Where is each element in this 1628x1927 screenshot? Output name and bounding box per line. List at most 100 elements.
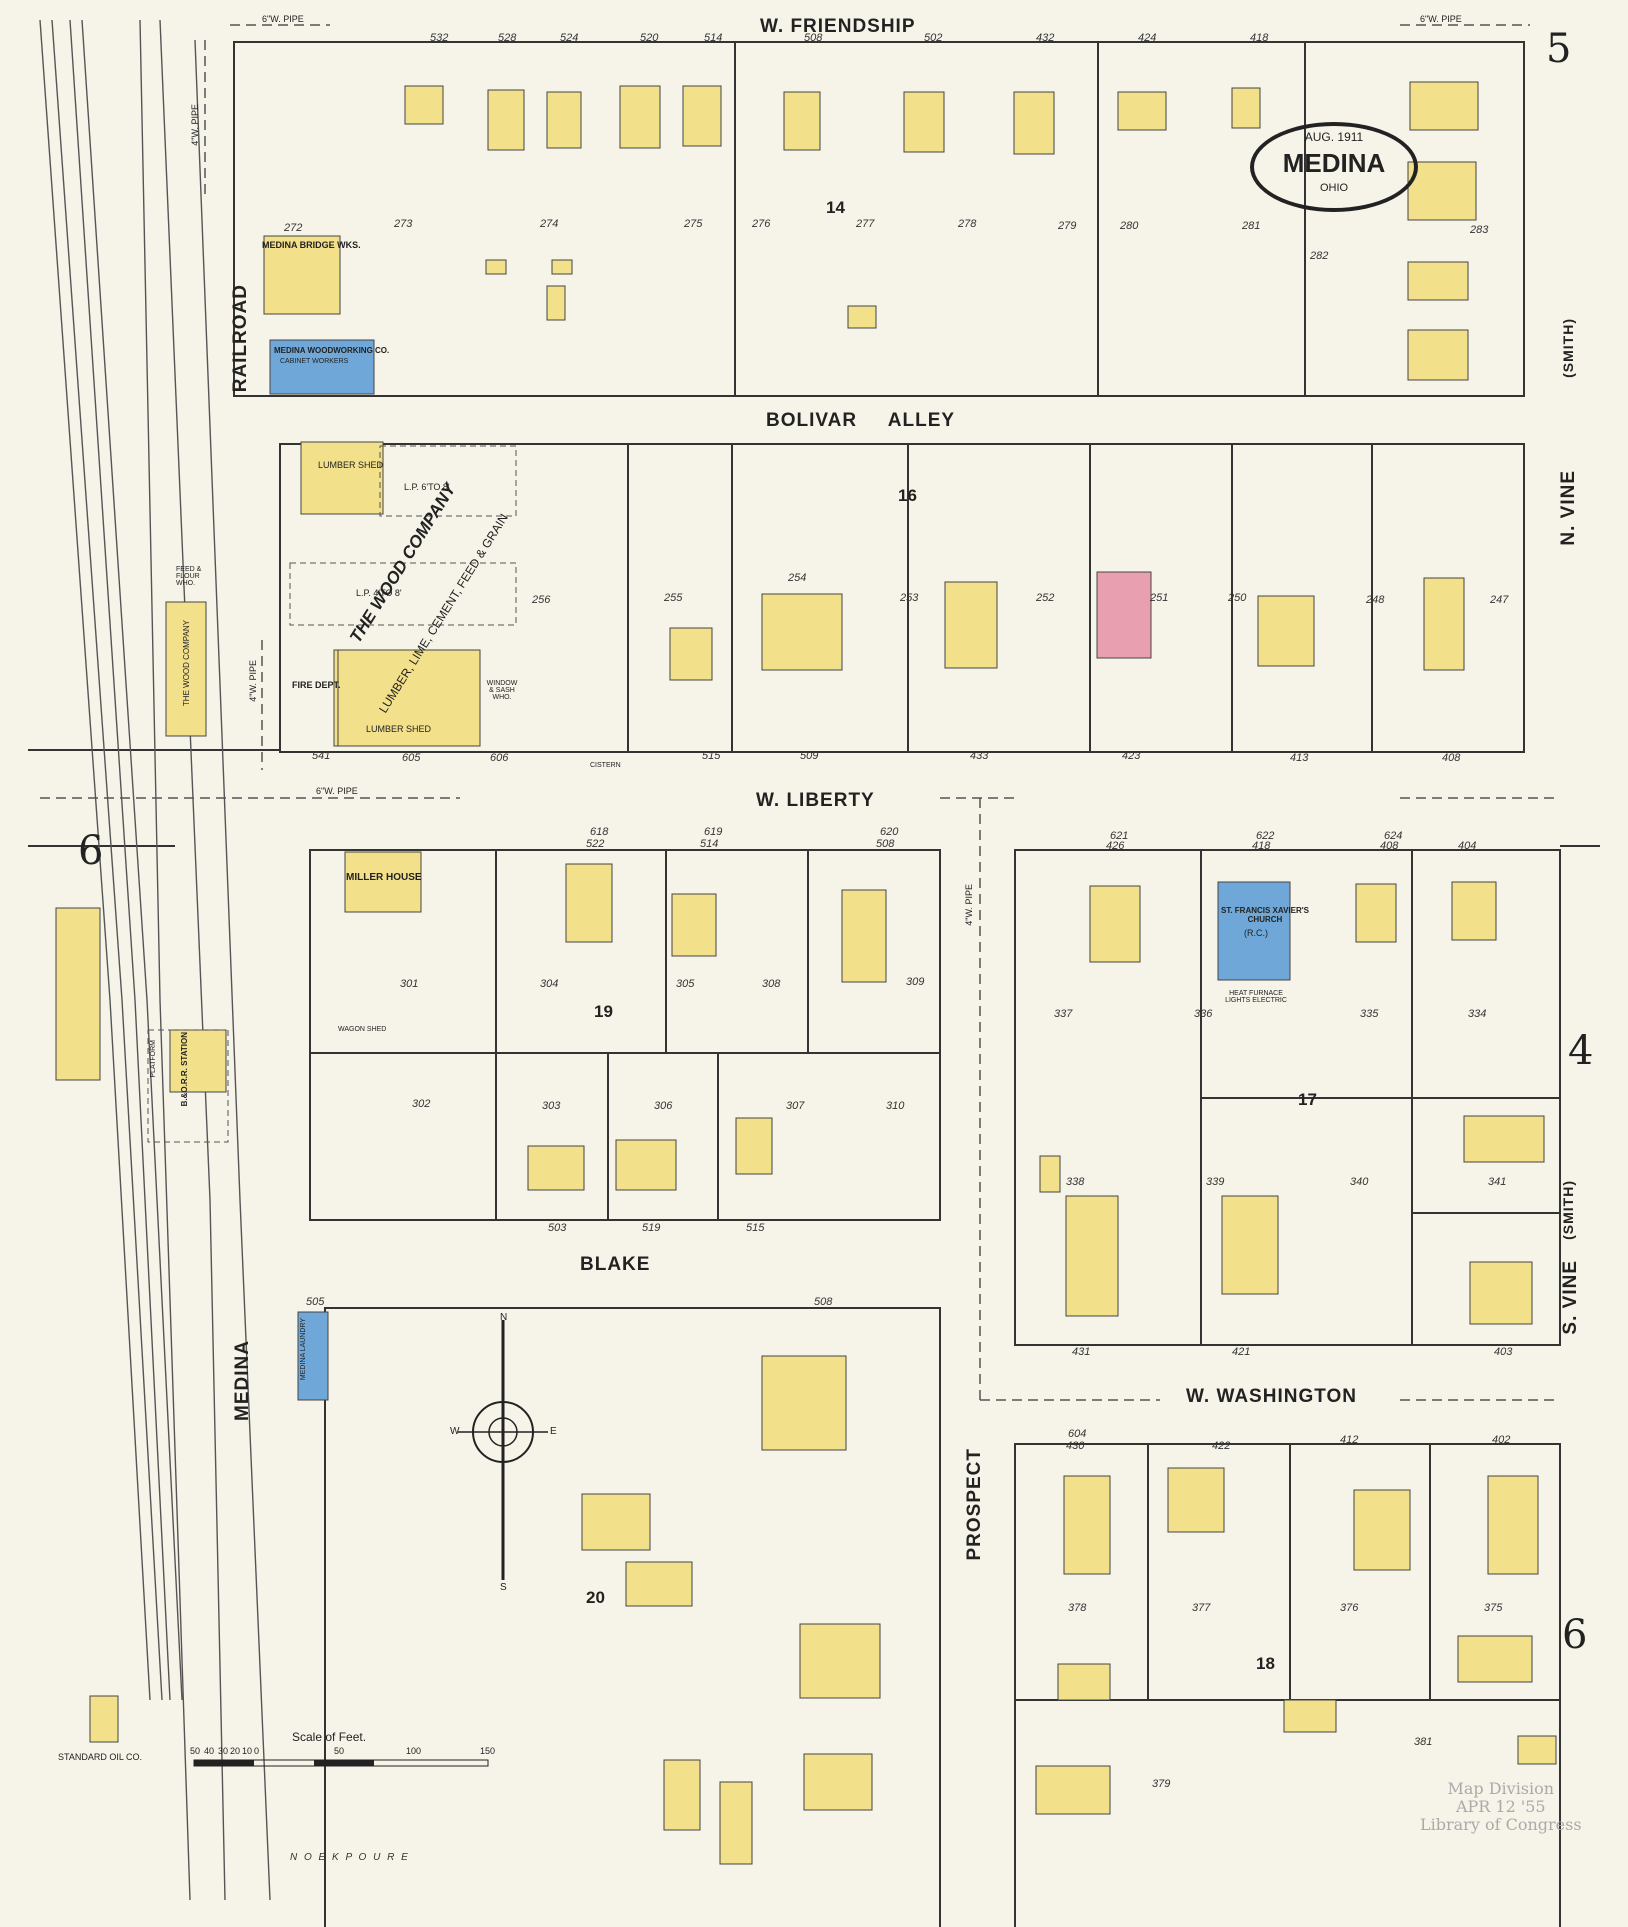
label-wood-company-side: THE WOOD COMPANY	[182, 620, 191, 707]
label-church-sub: (R.C.)	[1244, 928, 1268, 938]
house-number: 620	[880, 826, 899, 838]
label-cistern: CISTERN	[590, 762, 621, 769]
house-number: 515	[702, 750, 721, 762]
street-w-washington: W. WASHINGTON	[1186, 1386, 1357, 1407]
scale-bar	[193, 1759, 489, 1767]
label-platform: PLATFORM	[150, 1040, 157, 1078]
parcel: 377	[1192, 1602, 1211, 1614]
block-19: 19	[594, 1002, 613, 1021]
house-number: 624	[1384, 830, 1403, 842]
label-station: B.&O.R.R. STATION	[180, 1032, 189, 1107]
house-number: 514	[704, 32, 723, 44]
house-number: 532	[430, 32, 449, 44]
parcel: 381	[1414, 1736, 1433, 1748]
scale-tick: 50	[334, 1746, 345, 1756]
parcel: 256	[532, 594, 551, 606]
house-number: 524	[560, 32, 579, 44]
label-lumber-pile-2: L.P. 4'TO 8'	[356, 588, 402, 598]
parcel: 302	[412, 1098, 431, 1110]
stamp-line-1: Map Division	[1447, 1779, 1555, 1798]
scale-tick: 100	[406, 1746, 422, 1756]
parcel: 275	[684, 218, 703, 230]
street-n-vine: N. VINE	[1558, 470, 1579, 546]
house-number: 404	[1458, 840, 1477, 852]
label-bridge-works: MEDINA BRIDGE WKS.	[262, 240, 361, 250]
label-wagon-shed: WAGON SHED	[338, 1026, 387, 1033]
stamp-line-3: Library of Congress	[1420, 1815, 1582, 1834]
parcel: 255	[664, 592, 683, 604]
sheet-number: 5	[1546, 26, 1572, 72]
street-smith-north: (SMITH)	[1560, 318, 1576, 378]
parcel: 303	[542, 1100, 561, 1112]
label-lumber-shed-2: LUMBER SHED	[366, 724, 432, 734]
badge-state: OHIO	[1319, 182, 1349, 194]
compass-e: E	[550, 1426, 557, 1437]
house-number: 426	[1106, 840, 1125, 852]
house-number: 502	[924, 32, 943, 44]
parcel: 375	[1484, 1602, 1503, 1614]
parcel: 247	[1490, 594, 1509, 606]
house-number: 423	[1122, 750, 1141, 762]
parcel: 253	[900, 592, 919, 604]
city-badge: AUG. 1911 MEDINA OHIO	[1250, 122, 1418, 212]
pipe-label: 4"W. PIPE	[964, 884, 974, 926]
street-s-vine: S. VINE	[1560, 1260, 1581, 1335]
label-church-note: HEAT FURNACE LIGHTS ELECTRIC	[1225, 990, 1287, 1004]
parcel: 379	[1152, 1778, 1171, 1790]
parcel: 301	[400, 978, 419, 990]
house-number: 503	[548, 1222, 567, 1234]
house-number: 508	[814, 1296, 833, 1308]
house-number: 528	[498, 32, 517, 44]
label-lumber-pile-1: L.P. 6'TO 8'	[404, 482, 450, 492]
compass-w: W	[450, 1426, 460, 1437]
house-number: 413	[1290, 752, 1309, 764]
label-fire-dept: FIRE DEPT.	[292, 680, 341, 690]
house-number: 519	[642, 1222, 661, 1234]
house-number: 433	[970, 750, 989, 762]
street-bolivar-alley: BOLIVAR ALLEY	[766, 410, 956, 431]
parcel: 251	[1150, 592, 1169, 604]
parcel: 305	[676, 978, 695, 990]
house-number: 520	[640, 32, 659, 44]
block-14: 14	[826, 198, 845, 217]
house-number: 508	[804, 32, 823, 44]
street-railroad: RAILROAD	[230, 284, 251, 393]
parcel: 281	[1242, 220, 1261, 232]
house-number: 403	[1494, 1346, 1513, 1358]
house-number: 621	[1110, 830, 1129, 842]
block-18: 18	[1256, 1654, 1275, 1673]
parcel: 282	[1310, 250, 1329, 262]
house-number: 522	[586, 838, 605, 850]
scale-tick: 50	[190, 1746, 201, 1756]
block-20: 20	[586, 1588, 605, 1607]
house-number: 418	[1250, 32, 1269, 44]
block-16: 16	[898, 486, 917, 505]
compass-n: N	[500, 1312, 508, 1323]
house-number: 505	[306, 1296, 325, 1308]
house-number: 606	[490, 752, 509, 764]
parcel: 336	[1194, 1008, 1213, 1020]
parcel: 276	[752, 218, 771, 230]
stone-buildings	[269, 339, 1291, 1401]
label-woodworking: MEDINA WOODWORKING CO.	[274, 346, 390, 355]
water-pipes	[40, 24, 1560, 1401]
parcel: 338	[1066, 1176, 1085, 1188]
house-number: 421	[1232, 1346, 1251, 1358]
house-number: 408	[1442, 752, 1461, 764]
parcel: 309	[906, 976, 925, 988]
label-woodworking-sub: CABINET WORKERS	[280, 358, 349, 365]
parcel: 378	[1068, 1602, 1087, 1614]
label-church: ST. FRANCIS XAVIER'S CHURCH	[1221, 906, 1309, 924]
wood-company-lumber-shed	[337, 649, 481, 747]
house-number: 622	[1256, 830, 1275, 842]
parcel: 310	[886, 1100, 905, 1112]
railroad-tracks	[39, 19, 271, 1901]
adjacent-sheet-left: 6	[78, 828, 104, 874]
house-number: 541	[312, 750, 331, 762]
pipe-label: 6"W. PIPE	[1420, 14, 1462, 24]
house-number: 604	[1068, 1428, 1087, 1440]
pipe-label: 4"W. PIPE	[190, 104, 200, 146]
parcel: 280	[1120, 220, 1139, 232]
adjacent-sheet-lower: 6	[1562, 1612, 1588, 1658]
pipe-label: 6"W. PIPE	[316, 786, 358, 796]
